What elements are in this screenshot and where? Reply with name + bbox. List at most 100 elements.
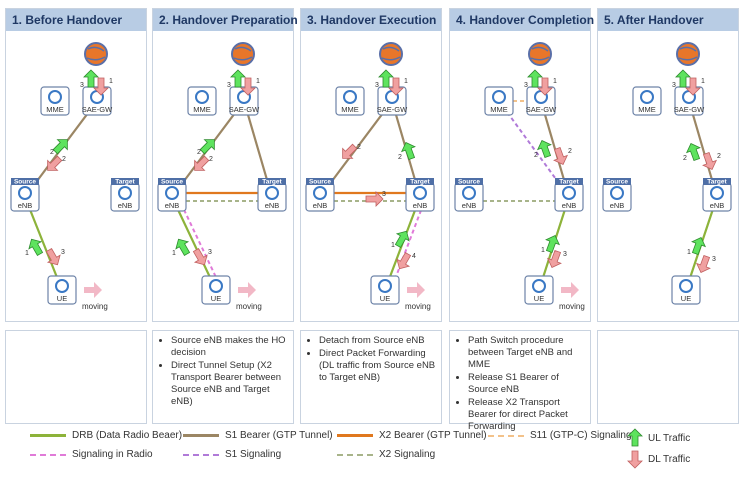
panel-notes-2: Source eNB makes the HO decisionDirect T… — [152, 330, 294, 424]
dl-traffic-arrow-icon: 2 — [194, 155, 213, 171]
step-number: 2 — [209, 156, 213, 163]
note-item: Release S1 Bearer of Source eNB — [468, 372, 590, 396]
moving-label: moving — [405, 302, 431, 311]
legend-swatch — [488, 434, 524, 437]
node-label: MME — [46, 105, 64, 114]
sae-gw-node: SAE-GW — [526, 86, 557, 116]
node-tag: Target — [559, 179, 579, 186]
step-number: 1 — [541, 247, 545, 254]
target-enb-node-icon — [413, 186, 427, 200]
step-number: 2 — [357, 144, 361, 151]
node-label: MME — [490, 105, 508, 114]
legend-swatch — [30, 453, 66, 456]
node-tag: Target — [707, 179, 727, 186]
step-number: 1 — [25, 250, 29, 257]
source-enb-node-icon — [313, 186, 327, 200]
source-enb-node-icon — [610, 186, 624, 200]
node-tag: Source — [309, 179, 331, 186]
node-tag: Target — [115, 179, 135, 186]
step-number: 4 — [412, 253, 416, 260]
step-number: 3 — [563, 251, 567, 258]
dl-traffic-arrow-icon: 4 — [396, 252, 416, 270]
legend-s1: S1 Bearer (GTP Tunnel) — [183, 430, 333, 441]
step-number: 2 — [398, 154, 402, 161]
moving-arrow-icon — [561, 282, 579, 298]
legend-swatch — [30, 434, 66, 437]
node-label: MME — [341, 105, 359, 114]
node-label: SAE-GW — [526, 105, 557, 114]
legend-label: DRB (Data Radio Beaer) — [72, 430, 183, 441]
sae-gw-node: SAE-GW — [674, 86, 705, 116]
panel-notes-4: Path Switch procedure between Target eNB… — [449, 330, 591, 432]
panel-notes-1 — [5, 330, 147, 424]
internet-globe-icon — [84, 42, 108, 66]
dl-traffic-arrow-icon: 3 — [192, 248, 212, 266]
ul-traffic-arrow-icon: 3 — [227, 69, 246, 89]
moving-arrow-icon — [84, 282, 102, 298]
internet-globe-icon — [528, 42, 552, 66]
step-number: 1 — [391, 242, 395, 249]
target-enb-node-icon — [710, 186, 724, 200]
node-label: eNB — [265, 201, 280, 210]
dl-traffic-arrow-icon: 2 — [47, 155, 66, 171]
ul-traffic-arrow-icon: 3 — [672, 69, 691, 89]
ue-node: UE — [201, 275, 231, 305]
step-number: 1 — [109, 78, 113, 85]
node-label: MME — [638, 105, 656, 114]
dl-traffic-arrow-icon: 1 — [240, 77, 260, 96]
source-enb-node-icon — [18, 186, 32, 200]
step-number: 1 — [256, 78, 260, 85]
panel-notes-5 — [597, 330, 739, 424]
step-number: 3 — [375, 82, 379, 89]
node-label: eNB — [18, 201, 33, 210]
dl-traffic-arrow-icon: 3 — [695, 254, 716, 273]
step-number: 2 — [717, 153, 721, 160]
legend-swatch — [337, 453, 373, 456]
source-enb-node-icon — [462, 186, 476, 200]
node-tag: Source — [161, 179, 183, 186]
legend-label: Signaling in Radio — [72, 449, 153, 460]
drb-link — [23, 196, 64, 291]
legend-radio-sig: Signaling in Radio — [30, 449, 153, 460]
ue-node: UE — [47, 275, 77, 305]
node-label: eNB — [413, 201, 428, 210]
internet-globe-icon — [379, 42, 403, 66]
node-label: SAE-GW — [229, 105, 260, 114]
legend-label: S1 Bearer (GTP Tunnel) — [225, 430, 333, 441]
mme-node: MME — [187, 86, 217, 116]
moving-arrow-icon — [238, 282, 256, 298]
ue-node: UE — [370, 275, 400, 305]
mme-node-icon — [343, 90, 357, 104]
node-tag: Source — [458, 179, 480, 186]
legend-x2-sig: X2 Signaling — [337, 449, 435, 460]
ue-node-icon — [378, 279, 392, 293]
target-enb-node-icon — [265, 186, 279, 200]
step-number: 1 — [172, 250, 176, 257]
ul-traffic-arrow-icon: 2 — [683, 143, 701, 162]
step-number: 2 — [683, 155, 687, 162]
internet-globe-icon — [231, 42, 255, 66]
legend-swatch — [183, 434, 219, 437]
ul-traffic-arrow-icon — [627, 428, 643, 447]
dl-traffic-arrow-icon: 2 — [553, 146, 572, 165]
node-label: UE — [380, 294, 390, 303]
drb-link — [171, 196, 217, 291]
panel-title: 3. Handover Execution — [301, 9, 441, 31]
node-label: MME — [193, 105, 211, 114]
node-label: UE — [57, 294, 67, 303]
ul-traffic-arrow-icon: 1 — [541, 235, 561, 254]
node-label: eNB — [610, 201, 625, 210]
legend-s11: S11 (GTP-C) Signaling — [488, 430, 632, 441]
step-number: 3 — [80, 82, 84, 89]
dl-traffic-arrow-icon: 2 — [702, 151, 721, 170]
step-number: 3 — [524, 82, 528, 89]
ue-node-icon — [679, 279, 693, 293]
source-enb-node-icon — [165, 186, 179, 200]
panel-title: 1. Before Handover — [6, 9, 146, 31]
